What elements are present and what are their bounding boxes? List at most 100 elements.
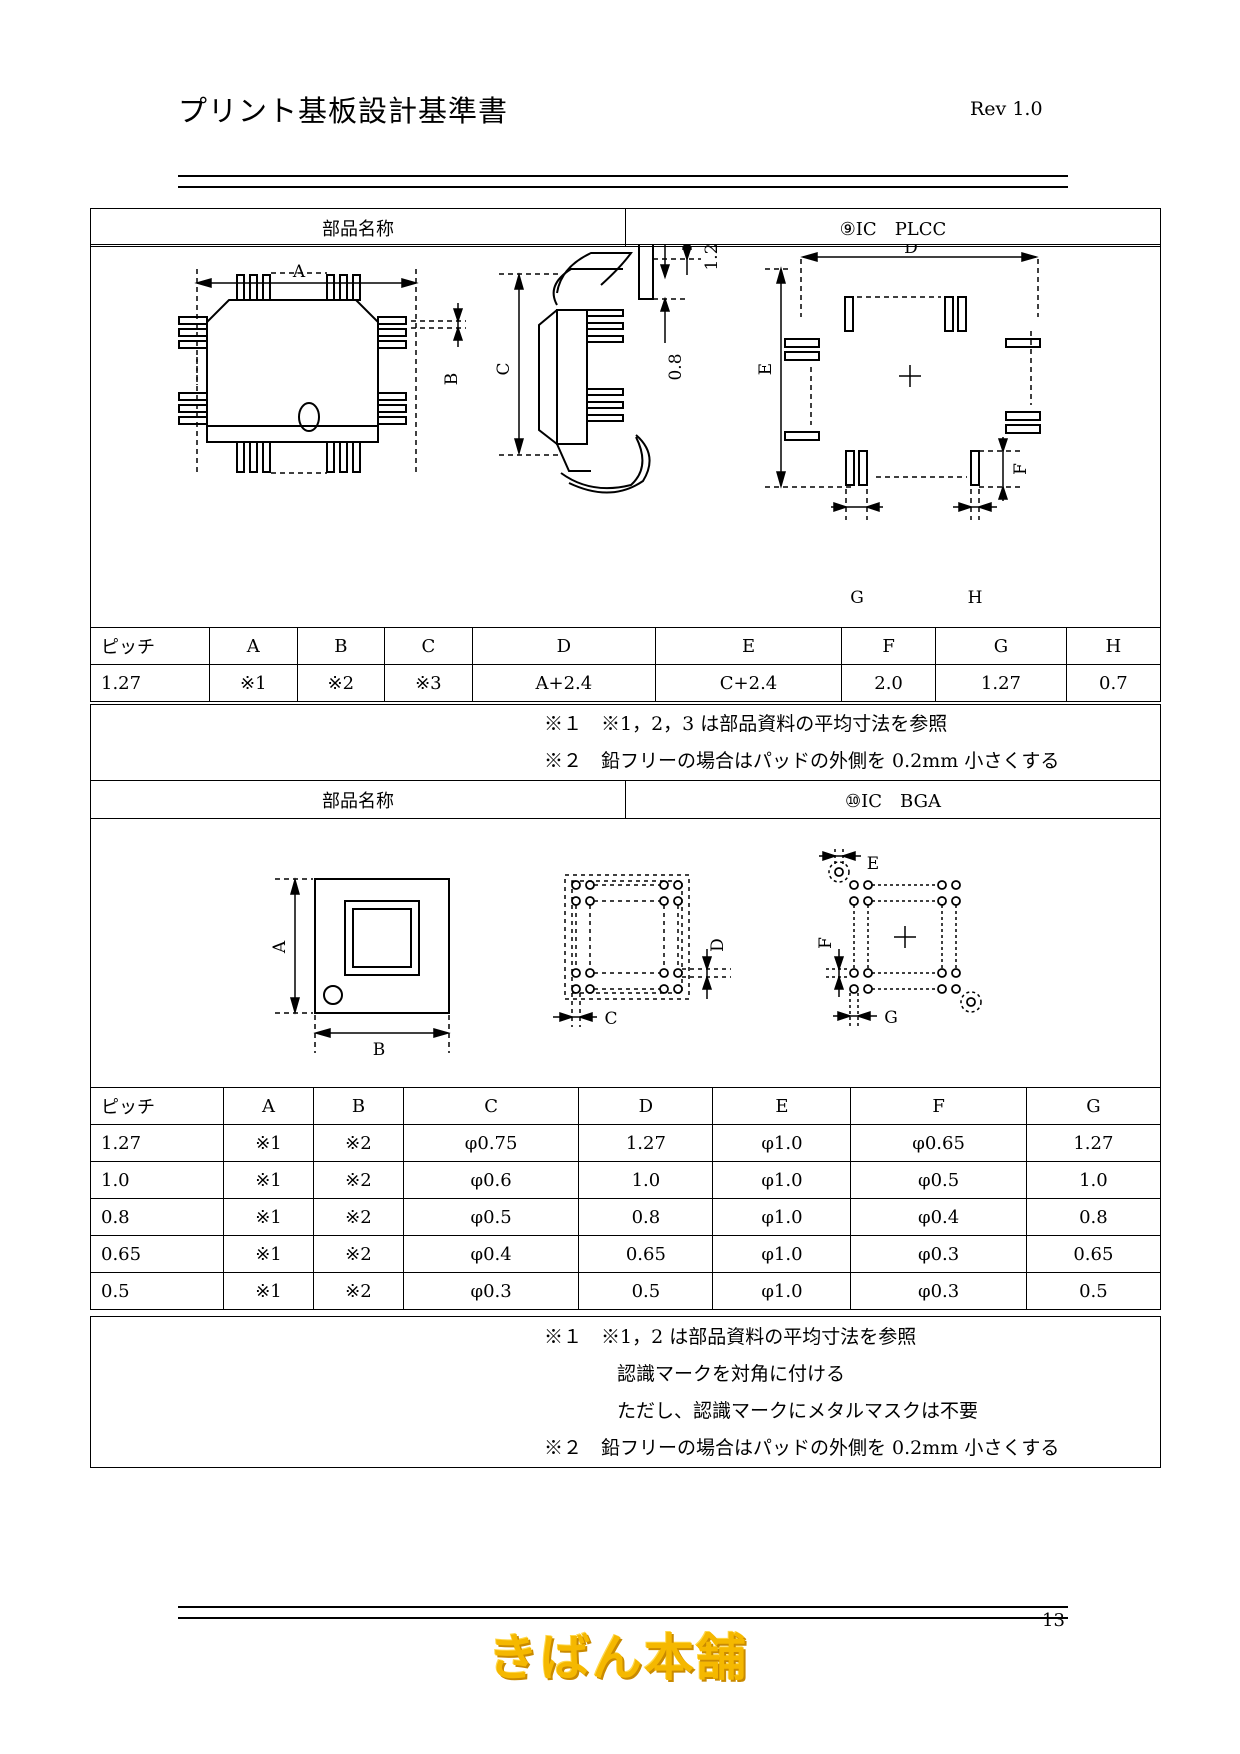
plcc-label-b: B (442, 373, 462, 386)
table-row: 0.8 ※1 ※2 φ0.5 0.8 φ1.0 φ0.4 0.8 (90, 1198, 1162, 1236)
table-cell: φ1.0 (712, 1235, 852, 1273)
bga-note-3: ただし、認識マークにメタルマスクは不要 (617, 1400, 979, 1422)
plcc-label-e: E (756, 363, 776, 375)
bga-name-row: 部品名称 ⑩IC BGA (90, 780, 1161, 819)
bga-diagram: A B C D (270, 849, 982, 1060)
plcc-label-d: D (904, 245, 918, 258)
bga-package (314, 878, 450, 1014)
table-cell: ※1 (223, 1124, 314, 1162)
table-cell: ※2 (312, 1161, 404, 1199)
bga-table-header: ピッチ A B C D E F G (90, 1087, 1162, 1125)
bga-label-e: E (867, 854, 879, 874)
plcc-pads-left (784, 338, 820, 441)
bga-note-2: 認識マークを対角に付ける (617, 1363, 846, 1385)
header-rule-top (178, 175, 1068, 177)
company-logo: きばん本舗 (488, 1629, 748, 1687)
bga-col-e: E (712, 1087, 852, 1125)
plcc-side-leads (586, 309, 624, 422)
plcc-label-f: F (1011, 463, 1031, 475)
bga-label-f: F (816, 937, 836, 949)
plcc-label-a: A (292, 262, 306, 282)
table-row: 1.0 ※1 ※2 φ0.6 1.0 φ1.0 φ0.5 1.0 (90, 1161, 1162, 1199)
table-cell: 0.8 (578, 1198, 714, 1236)
bga-col-b: B (312, 1087, 404, 1125)
table-cell: ※1 (223, 1161, 314, 1199)
plcc-notes-box: ※１ ※1，2，3 は部品資料の平均寸法を参照 ※２ 鉛フリーの場合はパッドの外… (90, 704, 1161, 781)
table-cell: 1.27 (90, 1124, 224, 1162)
plcc-pads-top (844, 296, 967, 332)
table-cell: φ0.3 (850, 1272, 1027, 1310)
table-cell: ※2 (312, 1124, 404, 1162)
page-title: プリント基板設計基準書 (178, 94, 509, 128)
table-cell: 1.0 (578, 1161, 714, 1199)
bga-note-1: ※１ ※1，2 は部品資料の平均寸法を参照 (544, 1326, 917, 1348)
table-cell: 0.8 (90, 1198, 224, 1236)
table-cell: φ0.3 (402, 1272, 580, 1310)
table-cell: φ0.5 (850, 1161, 1027, 1199)
bga-label-g: G (884, 1008, 898, 1028)
table-row: 1.27 ※1 ※2 ※3 A+2.4 C+2.4 2.0 1.27 0.7 (90, 664, 1162, 702)
pin1-mark (298, 402, 320, 432)
table-cell: ※2 (312, 1272, 404, 1310)
table-cell: 1.27 (90, 664, 210, 702)
table-row: 0.5 ※1 ※2 φ0.3 0.5 φ1.0 φ0.3 0.5 (90, 1272, 1162, 1310)
bga-label-c: C (604, 1009, 617, 1029)
plcc-body-top-view (206, 299, 379, 443)
table-cell: 0.65 (578, 1235, 714, 1273)
plcc-col-d: D (471, 627, 657, 665)
bga-col-f: F (850, 1087, 1027, 1125)
table-cell: A+2.4 (471, 664, 657, 702)
plcc-left-leads (178, 316, 208, 425)
table-cell: φ1.0 (712, 1124, 852, 1162)
table-cell: φ0.4 (402, 1235, 580, 1273)
table-cell: φ0.75 (402, 1124, 580, 1162)
plcc-pads-bottom (845, 450, 980, 486)
table-cell: 1.27 (1025, 1124, 1162, 1162)
plcc-col-a: A (209, 627, 298, 665)
bga-notes-box: ※１ ※1，2 は部品資料の平均寸法を参照 認識マークを対角に付ける ただし、認… (90, 1316, 1161, 1468)
plcc-label-h: H (968, 588, 983, 608)
revision-label: Rev 1.0 (970, 98, 1043, 120)
table-cell: C+2.4 (655, 664, 842, 702)
plcc-label-g: G (850, 588, 864, 608)
table-cell: ※1 (223, 1272, 314, 1310)
plcc-bottom-leads (236, 441, 361, 473)
page-number: 13 (1042, 1610, 1065, 1631)
bga-label-d: D (708, 938, 728, 952)
table-cell: φ0.6 (402, 1161, 580, 1199)
plcc-name-value: ⑨IC PLCC (625, 208, 1161, 247)
plcc-note-1: ※１ ※1，2，3 は部品資料の平均寸法を参照 (544, 713, 948, 735)
plcc-col-pitch: ピッチ (90, 627, 210, 665)
fiducial-mark-bottom (966, 997, 976, 1007)
plcc-col-h: H (1065, 627, 1162, 665)
bga-ball-grid (571, 880, 683, 994)
table-cell: 1.27 (935, 664, 1067, 702)
bga-col-a: A (223, 1087, 314, 1125)
table-cell: ※3 (384, 664, 473, 702)
plcc-col-g: G (935, 627, 1067, 665)
plcc-body-side (556, 309, 588, 445)
plcc-lead-tab (638, 232, 654, 300)
bga-pin1-mark (323, 985, 343, 1005)
table-cell: φ1.0 (712, 1272, 852, 1310)
plcc-dimension-table: ピッチ A B C D E F G H 1.27 ※1 ※2 ※3 A+2.4 … (90, 627, 1162, 702)
bga-name-label: 部品名称 (90, 780, 626, 819)
table-cell: ※2 (296, 664, 386, 702)
fiducial-mark-top (834, 867, 844, 877)
plcc-table-header: ピッチ A B C D E F G H (90, 627, 1162, 665)
plcc-name-label: 部品名称 (90, 208, 626, 247)
plcc-col-e: E (655, 627, 842, 665)
plcc-label-08: 0.8 (666, 353, 686, 380)
table-cell: ※1 (223, 1198, 314, 1236)
plcc-label-12: 1.2 (702, 245, 722, 271)
plcc-pads-right (1005, 338, 1041, 434)
plcc-diagram-area: A B (90, 232, 1161, 628)
table-cell: φ0.65 (850, 1124, 1027, 1162)
table-cell: φ0.5 (402, 1198, 580, 1236)
table-cell: 0.8 (1025, 1198, 1162, 1236)
bga-name-value: ⑩IC BGA (625, 780, 1161, 819)
bga-col-c: C (402, 1087, 580, 1125)
table-cell: 1.27 (578, 1124, 714, 1162)
table-cell: 1.0 (1025, 1161, 1162, 1199)
table-cell: 2.0 (840, 664, 937, 702)
